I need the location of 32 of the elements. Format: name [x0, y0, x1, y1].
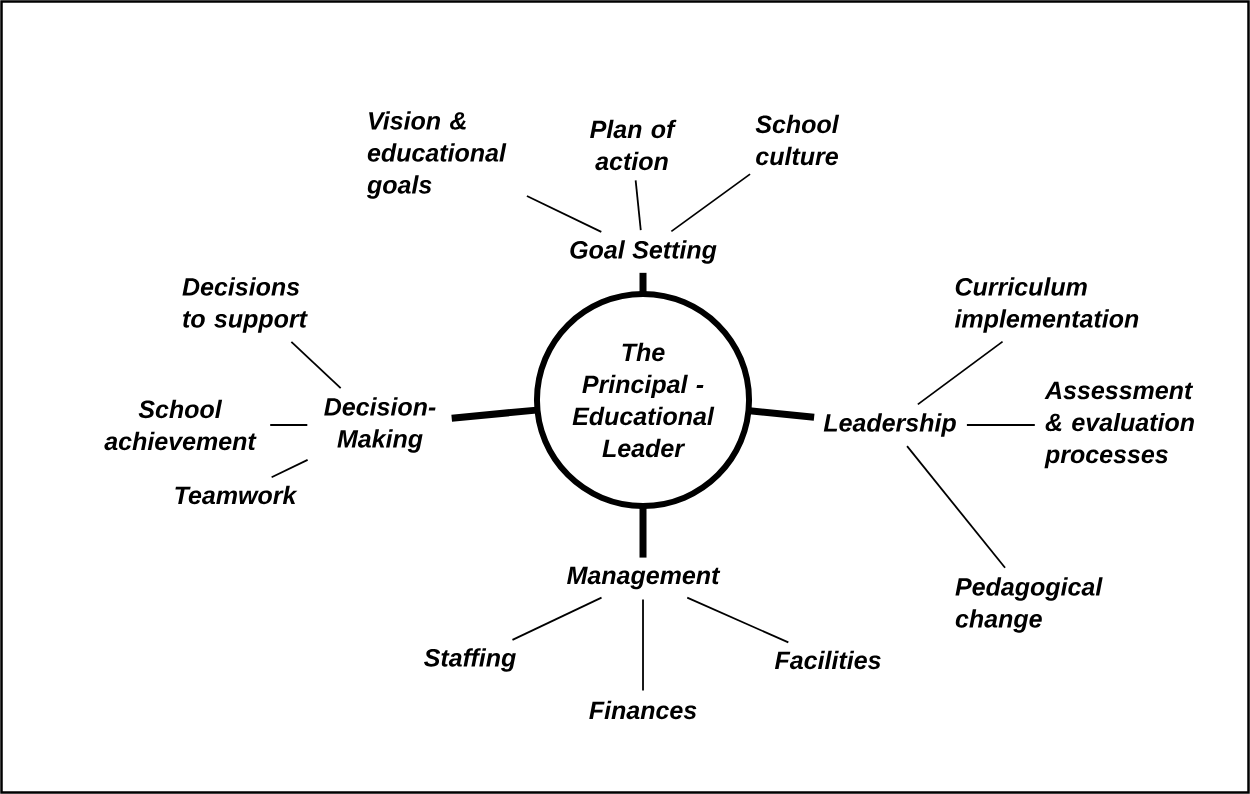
connector-bar — [451, 406, 537, 422]
connector-line — [526, 195, 603, 233]
connector-bar — [749, 407, 815, 421]
connector-line — [642, 598, 644, 692]
subtopic-label: Plan of action — [590, 119, 677, 171]
subtopic-label: Assessment & evaluation processes — [1044, 381, 1194, 469]
subtopic-label: Finances — [589, 700, 697, 720]
connector-line — [916, 340, 1004, 406]
connector-line — [966, 424, 1036, 426]
subtopic-label: Staffing — [424, 648, 516, 672]
connector-bar — [639, 272, 647, 293]
topic-label: Goal Setting — [570, 240, 717, 264]
circle-node: The Principal - Educational Leader — [533, 290, 753, 509]
connector-line — [670, 173, 751, 233]
connector-line — [686, 596, 790, 644]
subtopic-label: Teamwork — [175, 485, 298, 505]
subtopic-label: Vision & educational goals — [366, 111, 507, 199]
topic-label: Leadership — [823, 413, 956, 437]
connector-line — [269, 424, 309, 426]
connector-line — [634, 179, 642, 232]
subtopic-label: Pedagogical change — [955, 577, 1103, 633]
connector-line — [906, 445, 1006, 569]
subtopic-label: Decisions to support — [182, 277, 308, 333]
subtopic-label: School achievement — [104, 399, 257, 451]
subtopic-label: School culture — [755, 114, 840, 166]
topic-label: Management — [567, 566, 721, 590]
connector-line — [511, 596, 603, 641]
connector-line — [270, 459, 309, 479]
topic-label: Decision-Making — [324, 397, 436, 453]
connector-line — [290, 341, 342, 389]
subtopic-label: Facilities — [774, 650, 881, 670]
subtopic-label: Curriculum implementation — [954, 277, 1139, 333]
